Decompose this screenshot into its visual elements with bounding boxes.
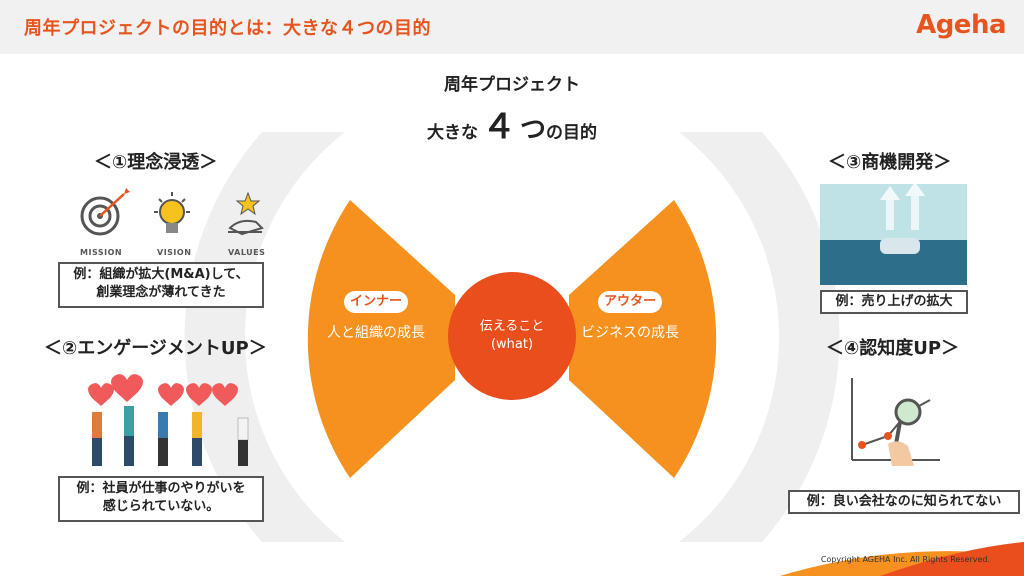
values-label: VALUES [228, 248, 266, 257]
mission-target-icon [80, 188, 130, 236]
purpose-suffix: の目的 [546, 123, 597, 143]
left-gray-band [184, 132, 345, 542]
ageha-logo: Ageha [916, 10, 1006, 40]
business-handshake-image [820, 182, 967, 285]
values-hand-star-icon [228, 191, 264, 236]
inner-text: 人と組織の成長 [327, 325, 425, 341]
core-label-line1: 伝えること [479, 319, 545, 334]
vision-label: VISION [157, 248, 192, 257]
right-gray-band [679, 132, 840, 542]
outer-pill: アウター [598, 291, 662, 313]
right-orange-wing [569, 200, 717, 478]
section1-caption-line1: 例：組織が拡大(M&A)して、 [73, 267, 249, 282]
outer-text: ビジネスの成長 [581, 325, 679, 341]
section1-title: ＜①理念浸透＞ [94, 152, 218, 173]
footer-swoosh-red [880, 542, 1024, 576]
slide-title: 周年プロジェクトの目的とは：大きな４つの目的 [24, 18, 431, 39]
section3-title: ＜③商機開発＞ [828, 152, 952, 173]
copyright-text: Copyright AGEHA Inc. All Rights Reserved… [820, 555, 990, 564]
section1-caption: 例：組織が拡大(M&A)して、 創業理念が薄れてきた [58, 262, 264, 308]
section3-caption: 例：売り上げの拡大 [820, 290, 968, 314]
vision-lightbulb-icon [154, 192, 190, 233]
purpose-counter: つ [519, 115, 546, 145]
section2-caption-line2: 感じられていない。 [102, 499, 220, 514]
header-bar: 周年プロジェクトの目的とは：大きな４つの目的 Ageha [0, 0, 1024, 54]
core-label: 伝えること (what) [462, 318, 562, 354]
employees-hearts-illustration [88, 374, 249, 466]
section2-caption-line1: 例：社員が仕事のやりがいを [76, 481, 246, 496]
section4-title: ＜④認知度UP＞ [826, 338, 960, 359]
core-circle [448, 272, 576, 400]
mission-label: MISSION [80, 248, 123, 257]
magnifier-chart-illustration [851, 378, 940, 466]
section1-caption-line2: 創業理念が薄れてきた [96, 285, 226, 300]
purpose-prefix: 大きな [426, 123, 478, 143]
left-orange-wing [307, 200, 455, 478]
project-title: 周年プロジェクト [444, 75, 580, 95]
section2-title: ＜②エンゲージメントUP＞ [44, 338, 267, 359]
purpose-number: ４ [481, 107, 516, 147]
section4-caption: 例：良い会社なのに知られてない [788, 490, 1020, 514]
inner-pill: インナー [344, 291, 408, 313]
section2-caption: 例：社員が仕事のやりがいを 感じられていない。 [58, 476, 264, 522]
core-label-line2: (what) [490, 337, 534, 352]
